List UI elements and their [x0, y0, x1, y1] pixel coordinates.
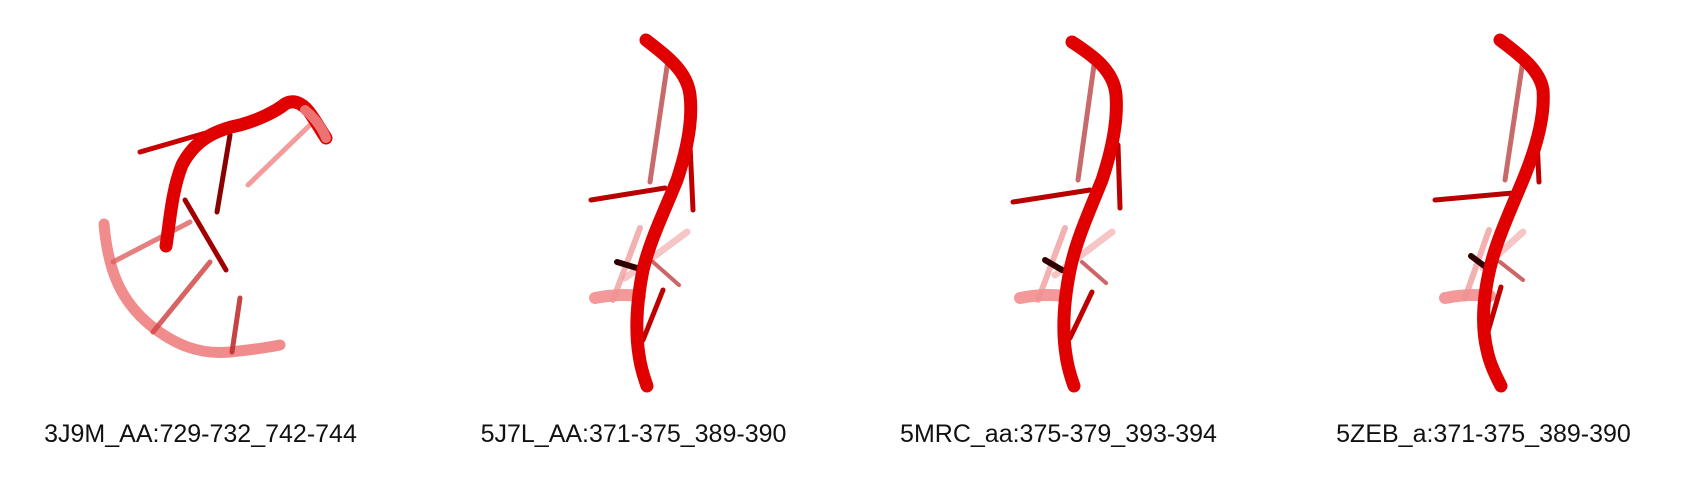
- structure-label: 5ZEB_a:371-375_389-390: [1336, 420, 1631, 448]
- structure-panel-3j9m: 3J9M_AA:729-732_742-744: [0, 0, 425, 480]
- structure-panel-5zeb: 5ZEB_a:371-375_389-390: [1275, 0, 1700, 480]
- rna-structure-image: [98, 95, 333, 359]
- structure-panel-5j7l: 5J7L_AA:371-375_389-390: [425, 0, 850, 480]
- structure-label: 5J7L_AA:371-375_389-390: [480, 420, 787, 448]
- structure-label: 5MRC_aa:375-379_393-394: [900, 420, 1217, 448]
- rna-structure-image: [588, 33, 698, 393]
- structure-label: 3J9M_AA:729-732_742-744: [44, 420, 357, 448]
- rna-structure-image: [1010, 35, 1123, 393]
- structure-panel-5mrc: 5MRC_aa:375-379_393-394: [850, 0, 1275, 480]
- rna-structure-image: [1432, 33, 1550, 393]
